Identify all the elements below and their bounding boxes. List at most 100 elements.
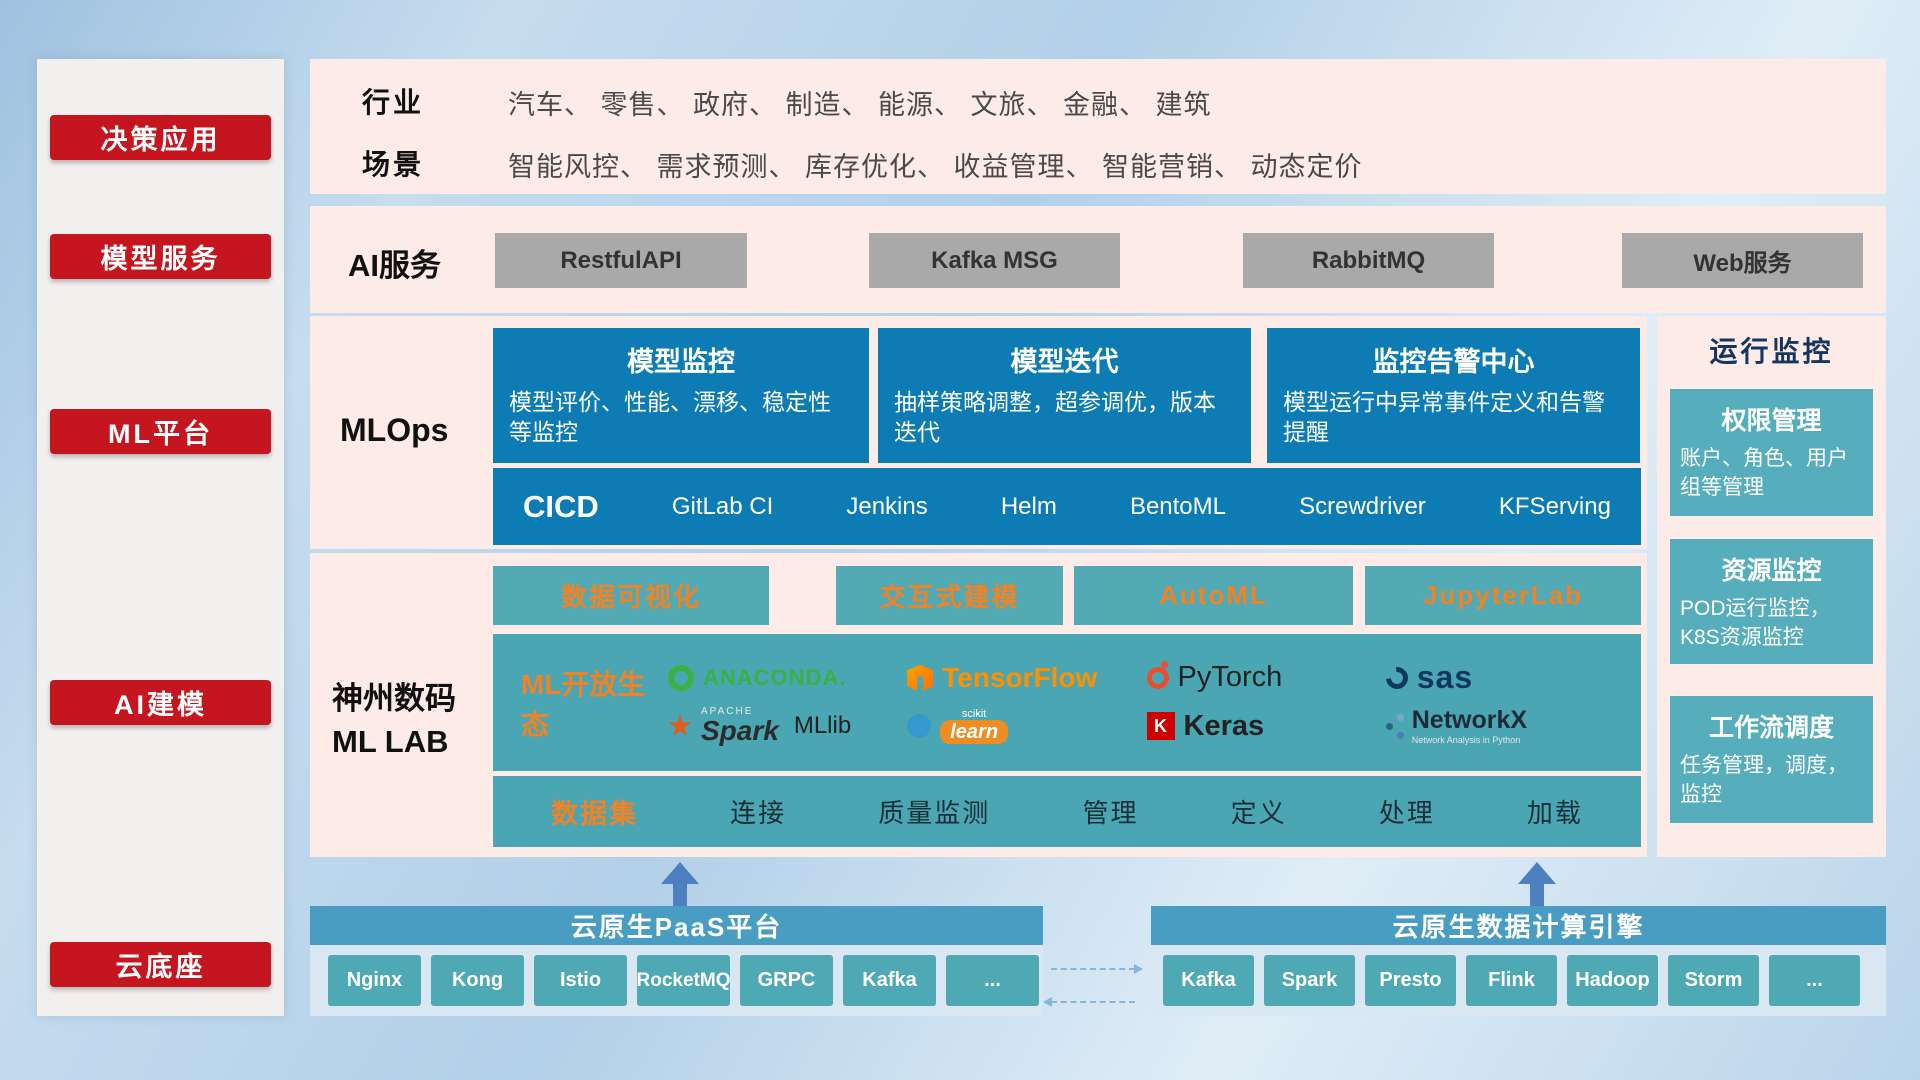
cicd-tool-helm: Helm	[1000, 492, 1057, 520]
sas-logo: sas	[1381, 659, 1625, 696]
mllab-label: 神州数码 ML LAB	[332, 677, 456, 764]
permission-title: 权限管理	[1721, 407, 1822, 435]
anaconda-icon	[668, 664, 694, 691]
workflow-card: 工作流调度 任务管理，调度，监控	[1670, 696, 1873, 823]
up-arrow-icon	[661, 862, 699, 906]
mllab-panel: 神州数码 ML LAB 数据可视化 交互式建模 AutoML JupyterLa…	[310, 553, 1647, 857]
flink-chip[interactable]: Flink	[1466, 955, 1557, 1006]
model-iteration-desc: 抽样策略调整，超参调优，版本迭代	[894, 389, 1216, 446]
tensorflow-logo: TensorFlow	[907, 662, 1146, 694]
industry-label: 行业	[362, 87, 425, 118]
scene-label: 场景	[362, 149, 425, 180]
networkx-wordmark: NetworkX Network Analysis in Python	[1412, 706, 1527, 745]
alert-center-title: 监控告警中心	[1372, 347, 1535, 377]
ml-ecosystem-label: ML开放生态	[521, 668, 646, 740]
tab-data-visualization[interactable]: 数据可视化	[493, 566, 769, 625]
cicd-tool-screwdriver: Screwdriver	[1299, 492, 1426, 520]
dataset-item-load: 加载	[1526, 798, 1583, 828]
sidebar-item-model-service[interactable]: 模型服务	[50, 234, 271, 279]
anaconda-label: ANACONDA.	[703, 664, 847, 690]
data-engine-header: 云原生数据计算引擎	[1151, 906, 1886, 945]
resource-desc: POD运行监控，K8S资源监控	[1680, 597, 1831, 649]
paas-band: Nginx Kong Istio RocketMQ GRPC Kafka ...	[310, 945, 1043, 1016]
spark-label: Spark	[701, 715, 779, 746]
ai-service-label: AI服务	[348, 248, 441, 283]
pytorch-label: PyTorch	[1177, 661, 1283, 694]
rocketmq-chip[interactable]: RocketMQ	[637, 955, 730, 1006]
paas-header: 云原生PaaS平台	[310, 906, 1043, 945]
dataset-item-quality: 质量监测	[878, 798, 991, 828]
workflow-desc: 任务管理，调度，监控	[1680, 754, 1848, 806]
cicd-bar: CICD GitLab CI Jenkins Helm BentoML Scre…	[493, 468, 1641, 545]
more-engine-chip[interactable]: ...	[1769, 955, 1860, 1006]
sidebar: 决策应用 模型服务 ML平台 AI建模 云底座	[37, 59, 284, 1016]
hadoop-chip[interactable]: Hadoop	[1567, 955, 1658, 1006]
keras-icon: K	[1146, 712, 1175, 740]
grpc-chip[interactable]: GRPC	[740, 955, 833, 1006]
sidebar-item-ai-modeling[interactable]: AI建模	[50, 680, 271, 725]
alert-center-card: 监控告警中心 模型运行中异常事件定义和告警提醒	[1267, 328, 1640, 463]
rabbitmq-button[interactable]: RabbitMQ	[1243, 233, 1494, 288]
resource-card: 资源监控 POD运行监控，K8S资源监控	[1670, 539, 1873, 664]
ai-service-panel: AI服务 RestfulAPI Kafka MSG RabbitMQ Web服务	[310, 206, 1886, 313]
sidebar-item-ml-platform[interactable]: ML平台	[50, 409, 271, 454]
model-monitoring-desc: 模型评价、性能、漂移、稳定性等监控	[509, 389, 831, 446]
up-arrow-icon	[1518, 862, 1556, 906]
cicd-tool-bentoml: BentoML	[1129, 492, 1226, 520]
tab-jupyterlab[interactable]: JupyterLab	[1365, 566, 1641, 625]
networkx-label: NetworkX	[1411, 706, 1528, 735]
sas-icon	[1381, 662, 1413, 694]
spark-wordmark: APACHE Spark	[701, 707, 779, 745]
restfulapi-button[interactable]: RestfulAPI	[495, 233, 747, 288]
cicd-tool-jenkins: Jenkins	[846, 492, 928, 520]
dataset-item-manage: 管理	[1082, 798, 1139, 828]
business-panel: 行业 汽车、 零售、 政府、 制造、 能源、 文旅、 金融、 建筑 场景 智能风…	[310, 59, 1886, 194]
mllib-label: MLlib	[793, 712, 852, 739]
run-monitoring-title: 运行监控	[1709, 336, 1834, 367]
kafka-chip[interactable]: Kafka	[843, 955, 936, 1006]
nginx-chip[interactable]: Nginx	[328, 955, 421, 1006]
dashed-arrow-right-icon	[1051, 964, 1143, 974]
keras-label: Keras	[1183, 709, 1265, 742]
spark-mllib-logo: APACHE Spark MLlib	[668, 707, 907, 745]
dataset-item-process: 处理	[1378, 798, 1435, 828]
istio-chip[interactable]: Istio	[534, 955, 627, 1006]
scene-list: 智能风控、 需求预测、 库存优化、 收益管理、 智能营销、 动态定价	[508, 152, 1363, 182]
dataset-bar: 数据集 连接 质量监测 管理 定义 处理 加载	[493, 776, 1641, 847]
presto-chip[interactable]: Presto	[1365, 955, 1456, 1006]
cicd-tool-kfserving: KFServing	[1498, 492, 1611, 520]
spark-chip[interactable]: Spark	[1264, 955, 1355, 1006]
mllab-label-line2: ML LAB	[332, 724, 449, 760]
dataset-item-define: 定义	[1230, 798, 1287, 828]
scikit-prefix-label: scikit	[961, 707, 987, 720]
dataset-item-connect: 连接	[730, 798, 787, 828]
pytorch-logo: PyTorch	[1146, 660, 1386, 694]
data-engine-band: Kafka Spark Presto Flink Hadoop Storm ..…	[1151, 945, 1886, 1016]
anaconda-logo: ANACONDA.	[668, 664, 907, 691]
scikit-learn-icon	[907, 714, 932, 738]
sidebar-item-decision-app[interactable]: 决策应用	[50, 115, 271, 160]
permission-desc: 账户、角色、用户组等管理	[1680, 447, 1848, 499]
kafka-engine-chip[interactable]: Kafka	[1163, 955, 1254, 1006]
kong-chip[interactable]: Kong	[431, 955, 524, 1006]
mlops-label: MLOps	[340, 412, 449, 448]
tab-automl[interactable]: AutoML	[1074, 566, 1353, 625]
networkx-icon	[1385, 722, 1393, 730]
keras-logo: K Keras	[1146, 709, 1386, 743]
spark-icon	[668, 714, 692, 736]
mllab-label-line1: 神州数码	[332, 681, 456, 716]
networkx-logo: NetworkX Network Analysis in Python	[1385, 706, 1625, 745]
scikit-learn-wordmark: scikit learn	[940, 707, 1009, 744]
kafka-msg-button[interactable]: Kafka MSG	[869, 233, 1120, 288]
storm-chip[interactable]: Storm	[1668, 955, 1759, 1006]
tab-interactive-modeling[interactable]: 交互式建模	[836, 566, 1063, 625]
workflow-title: 工作流调度	[1708, 714, 1834, 742]
spark-apache-label: APACHE	[701, 706, 754, 717]
web-service-button[interactable]: Web服务	[1622, 233, 1863, 288]
sidebar-item-cloud-base[interactable]: 云底座	[50, 942, 271, 987]
more-paas-chip[interactable]: ...	[946, 955, 1039, 1006]
tensorflow-icon	[907, 664, 934, 691]
industry-list: 汽车、 零售、 政府、 制造、 能源、 文旅、 金融、 建筑	[508, 90, 1212, 120]
scikit-learn-logo: scikit learn	[907, 707, 1146, 744]
